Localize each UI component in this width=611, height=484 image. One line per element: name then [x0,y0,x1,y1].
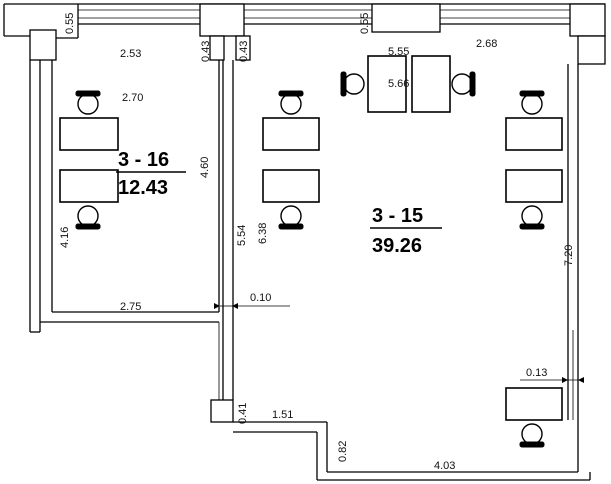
dimension-lines [214,303,584,383]
desk [59,117,119,151]
desk [505,169,563,203]
dim-recess-width: 1.51 [272,409,293,421]
room-label-3-16: 3 - 16 12.43 [116,149,186,199]
furniture-room-3-15 [262,55,563,448]
room-3-15-walls [233,64,591,481]
dim-wall-right: 0.13 [526,367,547,379]
chair-icon [75,90,101,115]
chair-icon [278,205,304,230]
dim-column-a: 0.43 [200,41,212,62]
dimension-labels: 0.55 0.55 2.53 2.70 0.43 0.43 5.55 5.66 … [59,13,575,472]
chair-icon [519,205,545,230]
room-id: 3 - 15 [372,205,423,227]
dim-room16-right: 4.60 [199,157,211,178]
dim-partition: 0.10 [250,292,271,304]
desk [367,55,407,113]
column-mid [371,3,441,33]
column-inner-b [235,35,251,61]
column-mid-left [199,3,245,37]
chair-icon [519,90,545,115]
chair-icon [451,71,476,97]
dim-room15-width-b: 5.66 [388,78,409,90]
desk [505,117,563,151]
chair-icon [75,205,101,230]
chair-icon [340,71,365,97]
dim-room16-left: 4.16 [59,227,71,248]
dim-window-left: 0.55 [64,13,76,34]
dim-room15-width-a: 5.55 [388,46,409,58]
dim-recess-depth: 0.82 [337,441,349,462]
dim-room15-left-a: 5.54 [236,225,248,246]
dim-pier: 0.41 [237,403,249,424]
dim-room16-top: 2.53 [120,48,141,60]
column-inner-a [209,35,225,61]
dim-room15-bottom: 4.03 [434,460,455,472]
room-area: 39.26 [372,235,422,257]
desk [505,387,563,421]
furniture-room-3-16 [59,90,119,230]
room-id: 3 - 16 [118,149,169,171]
desk [59,169,119,203]
room-label-3-15: 3 - 15 39.26 [370,205,442,257]
dim-room16-inner: 2.70 [122,92,143,104]
dim-room15-right: 7.20 [563,245,575,266]
dim-column-b: 0.43 [238,41,250,62]
room-3-16-walls [29,60,234,400]
dim-room15-left-b: 6.38 [257,223,269,244]
exterior-top-wall [3,3,605,39]
column-left [29,29,57,61]
column-right [569,3,606,37]
pier-bottom [210,399,234,423]
chair-icon [519,423,545,448]
room-area: 12.43 [118,177,168,199]
dim-room15-right-top: 2.68 [476,38,497,50]
columns [29,3,606,423]
chair-icon [278,90,304,115]
desk [262,117,320,151]
dim-window-mid: 0.55 [359,13,371,34]
desk [411,55,451,113]
desk [262,169,320,203]
dim-room16-bottom: 2.75 [120,301,141,313]
column-right-small [577,35,606,65]
